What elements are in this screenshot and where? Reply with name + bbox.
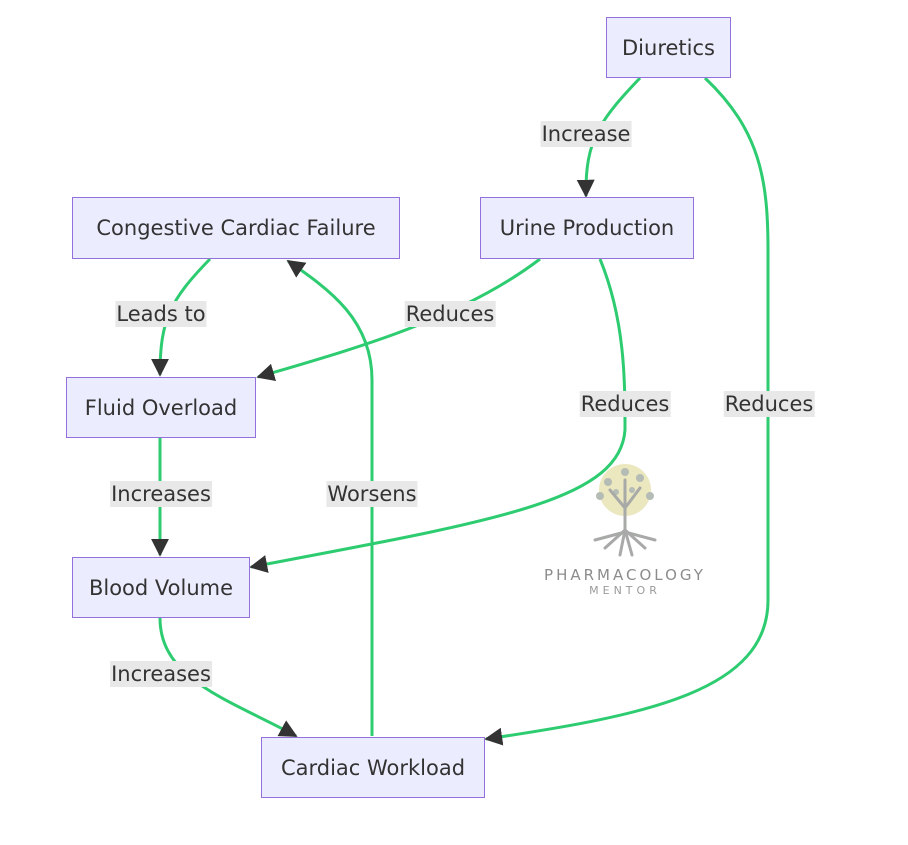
edge-urine-fluid [256, 257, 541, 382]
node-blood-volume[interactable]: Blood Volume [72, 557, 250, 618]
edge-diuretics-workload [484, 76, 770, 746]
logo: PHARMACOLOGY MENTOR [520, 460, 730, 597]
edge-urine-blood [249, 258, 627, 573]
tree-icon [593, 464, 657, 557]
edge-label-increase: Increase [540, 121, 632, 147]
logo-subtitle: MENTOR [589, 584, 661, 597]
edge-label-increases-blood: Increases [110, 481, 212, 507]
node-urine-production[interactable]: Urine Production [480, 197, 694, 259]
edge-label-reduces-fluid: Reduces [404, 301, 496, 327]
edge-workload-ccf [286, 259, 374, 736]
edge-label-worsens: Worsens [326, 481, 418, 507]
node-cardiac-workload[interactable]: Cardiac Workload [261, 737, 485, 798]
edge-label-reduces-workload: Reduces [723, 391, 815, 417]
node-congestive-cardiac-failure[interactable]: Congestive Cardiac Failure [72, 197, 400, 259]
edge-label-reduces-blood: Reduces [579, 391, 671, 417]
node-diuretics[interactable]: Diuretics [606, 17, 731, 78]
logo-title: PHARMACOLOGY [544, 566, 706, 584]
edge-label-increases-workload: Increases [110, 661, 212, 687]
node-fluid-overload[interactable]: Fluid Overload [66, 377, 256, 438]
edge-label-leads-to: Leads to [115, 301, 207, 327]
